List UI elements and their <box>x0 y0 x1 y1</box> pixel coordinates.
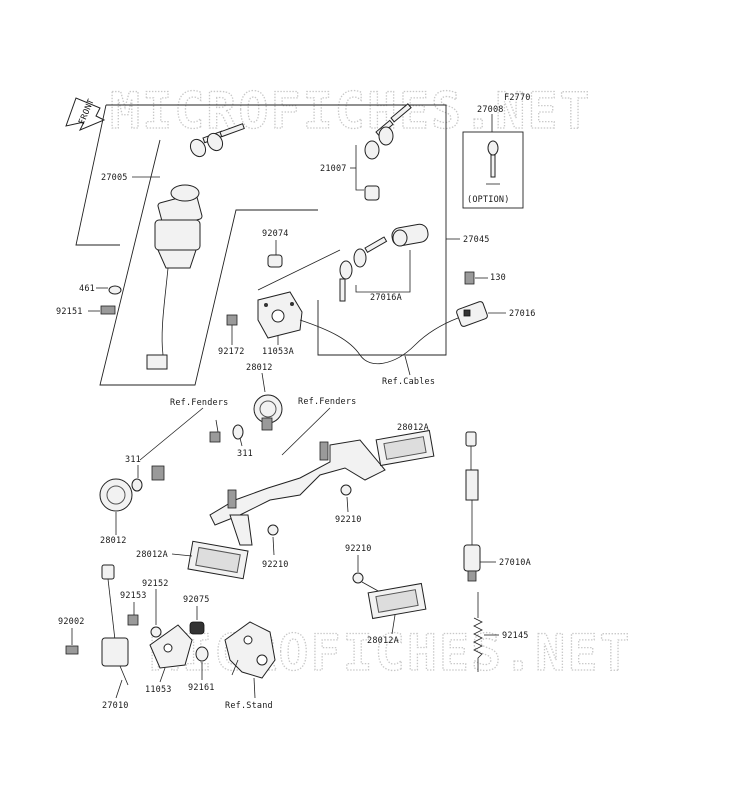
label-27010: 27010 <box>102 701 129 711</box>
ignition-switch-outline <box>99 139 318 386</box>
label-28012A-top: 28012A <box>397 423 429 433</box>
washer-92152-icon <box>150 626 162 638</box>
reflector-28012-top-icon <box>253 394 283 431</box>
washer-92161-icon <box>195 646 209 662</box>
ignition-switch-icon <box>146 184 203 370</box>
ref-stand: Ref.Stand <box>225 701 273 711</box>
label-27045: 27045 <box>463 235 490 245</box>
nut-92210-bottom-icon <box>352 572 364 584</box>
label-130: 130 <box>490 273 506 283</box>
plate-11053-icon <box>149 624 193 669</box>
seat-lock-icon <box>339 223 429 302</box>
option-label: (OPTION) <box>467 195 510 205</box>
ref-fenders-left: Ref.Fenders <box>170 398 229 408</box>
washer-461-icon <box>108 285 122 295</box>
label-27008: 27008 <box>477 105 504 115</box>
ref-fenders-right: Ref.Fenders <box>298 397 357 407</box>
seat-lock-cable <box>299 317 459 364</box>
label-311-right: 311 <box>237 449 253 459</box>
label-28012A-left: 28012A <box>136 550 168 560</box>
latch-27016-icon <box>456 301 488 327</box>
bolt-92153-icon <box>127 614 139 626</box>
spring-92145-icon <box>473 592 483 672</box>
key-blank-icon <box>486 140 500 185</box>
nut-92210-top-icon <box>340 484 352 496</box>
label-92210-top: 92210 <box>335 515 362 525</box>
bolt-130-icon <box>464 271 475 285</box>
key-set-left-icon <box>189 123 245 158</box>
label-92172: 92172 <box>218 347 245 357</box>
brake-switch-27010A-icon <box>463 431 481 582</box>
label-11053: 11053 <box>145 685 172 695</box>
label-28012-top: 28012 <box>246 363 273 373</box>
label-92210-bottom: 92210 <box>345 544 372 554</box>
side-stand-bracket-icon <box>224 621 276 679</box>
label-11053A: 11053A <box>262 347 294 357</box>
nut-311-left-icon <box>131 478 143 492</box>
label-92153: 92153 <box>120 591 147 601</box>
label-92075: 92075 <box>183 595 210 605</box>
ref-cables: Ref.Cables <box>382 377 435 387</box>
screw-92172-icon <box>226 314 238 326</box>
reflector-28012A-left-icon <box>187 540 249 580</box>
label-27010A: 27010A <box>499 558 531 568</box>
grommet-92074-icon <box>267 254 283 268</box>
option-box <box>462 131 524 209</box>
label-311-left: 311 <box>125 455 141 465</box>
label-92152: 92152 <box>142 579 169 589</box>
watermark-top: MICROFICHES.NET <box>110 82 592 140</box>
front-arrow-icon: FRONT <box>65 97 106 131</box>
ignition-group-outline-left <box>75 104 120 246</box>
reflector-28012A-top-icon <box>375 429 435 467</box>
bolt-311-left-icon <box>151 465 165 481</box>
label-92074: 92074 <box>262 229 289 239</box>
label-27016: 27016 <box>509 309 536 319</box>
reflector-28012-left-icon <box>99 478 133 512</box>
reflector-28012A-bottom-icon <box>367 582 427 620</box>
nut-311-right-icon <box>232 424 244 440</box>
label-92210-mid: 92210 <box>262 560 289 570</box>
label-28012-left: 28012 <box>100 536 127 546</box>
figure-code: F2770 <box>504 93 531 103</box>
bolt-92151-icon <box>100 305 116 315</box>
label-27016A: 27016A <box>370 293 402 303</box>
nut-92210-mid-icon <box>267 524 279 536</box>
stand-switch-27010-icon <box>101 564 129 686</box>
ignition-group-outline <box>106 104 447 356</box>
watermark-bottom: MICROFICHES.NET <box>150 624 632 682</box>
key-set-center-icon <box>364 103 412 201</box>
label-28012A-bottom: 28012A <box>367 636 399 646</box>
collar-92075-icon <box>189 621 205 635</box>
bolt-ref-fenders-left-icon <box>209 431 221 443</box>
label-27005: 27005 <box>101 173 128 183</box>
label-461: 461 <box>79 284 95 294</box>
label-21007: 21007 <box>320 164 347 174</box>
label-92151: 92151 <box>56 307 83 317</box>
label-92002: 92002 <box>58 617 85 627</box>
label-92161: 92161 <box>188 683 215 693</box>
bolt-92002-icon <box>65 645 79 655</box>
label-92145: 92145 <box>502 631 529 641</box>
bracket-11053A-icon <box>257 291 303 339</box>
